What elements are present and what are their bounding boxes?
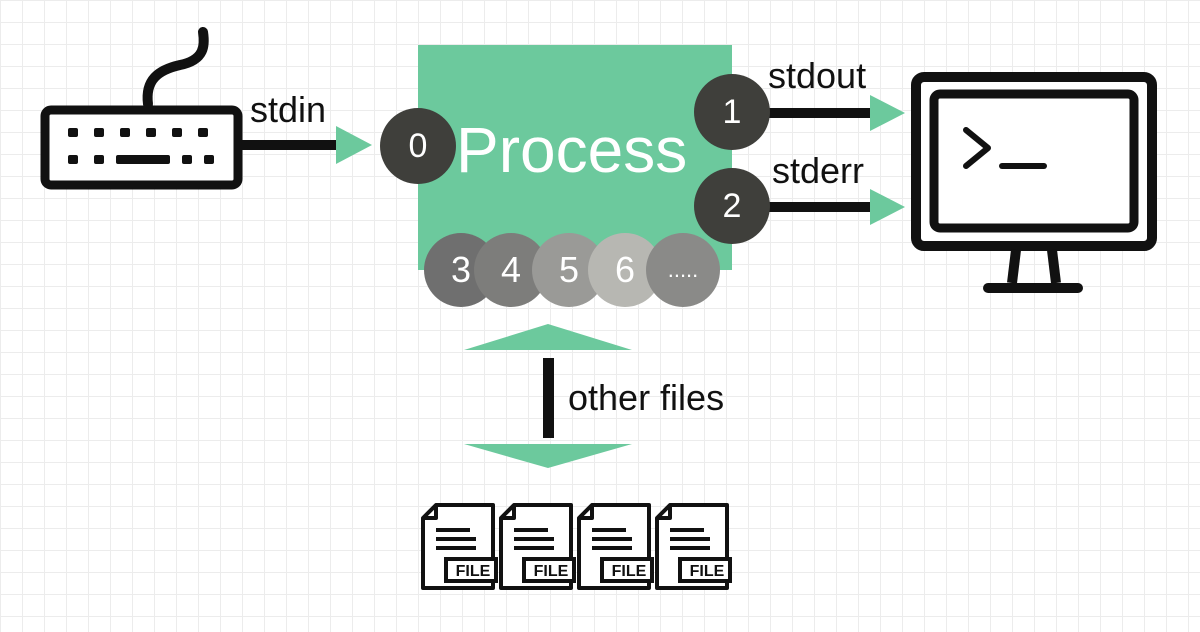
fd-1-circle: 1 bbox=[694, 74, 770, 150]
file-label: FILE bbox=[689, 563, 725, 580]
process-box bbox=[418, 45, 732, 270]
fd-more-circle: ..... bbox=[646, 233, 720, 307]
file-label: FILE bbox=[611, 563, 647, 580]
file-label: FILE bbox=[455, 563, 491, 580]
file-label: FILE bbox=[533, 563, 569, 580]
other-files-label: other files bbox=[568, 377, 725, 418]
fd-6-circle: 6 bbox=[588, 233, 662, 307]
stderr-label: stderr bbox=[772, 150, 865, 191]
stdout-label: stdout bbox=[768, 55, 867, 96]
fd-0-circle: 0 bbox=[380, 108, 456, 184]
fd-2-circle: 2 bbox=[694, 168, 770, 244]
process-title: Process bbox=[456, 114, 688, 186]
stdin-label: stdin bbox=[250, 89, 327, 130]
